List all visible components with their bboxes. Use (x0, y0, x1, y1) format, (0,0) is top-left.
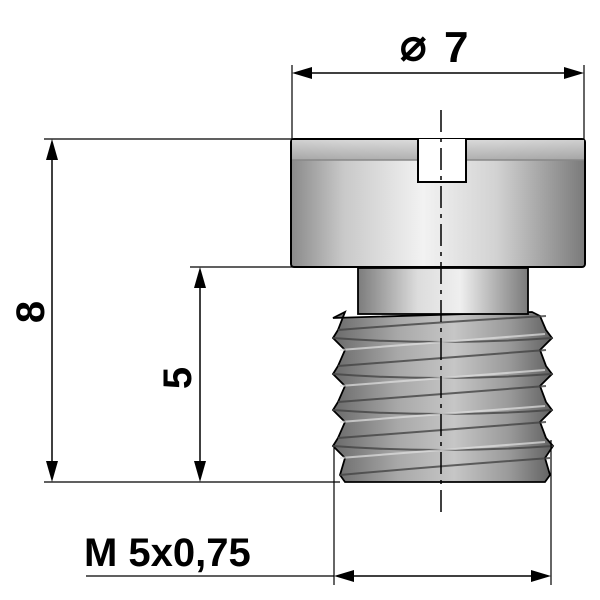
diameter-symbol: ⌀ (400, 21, 427, 70)
head-section (290, 138, 586, 268)
total-height-value: 8 (9, 301, 53, 323)
neck-section (357, 267, 529, 315)
thread-spec-dimension: M 5x0,75 (84, 440, 552, 585)
screwdriver-slot (417, 139, 467, 183)
total-height-dimension: 8 (9, 138, 340, 483)
thread-spec-label: M 5x0,75 (84, 531, 251, 575)
thread-length-dimension: 5 (156, 266, 296, 482)
thread-length-value: 5 (156, 367, 200, 389)
thread-section (331, 310, 555, 483)
head-diameter-value: 7 (444, 23, 468, 72)
head-diameter-dimension: ⌀ 7 (291, 21, 585, 139)
